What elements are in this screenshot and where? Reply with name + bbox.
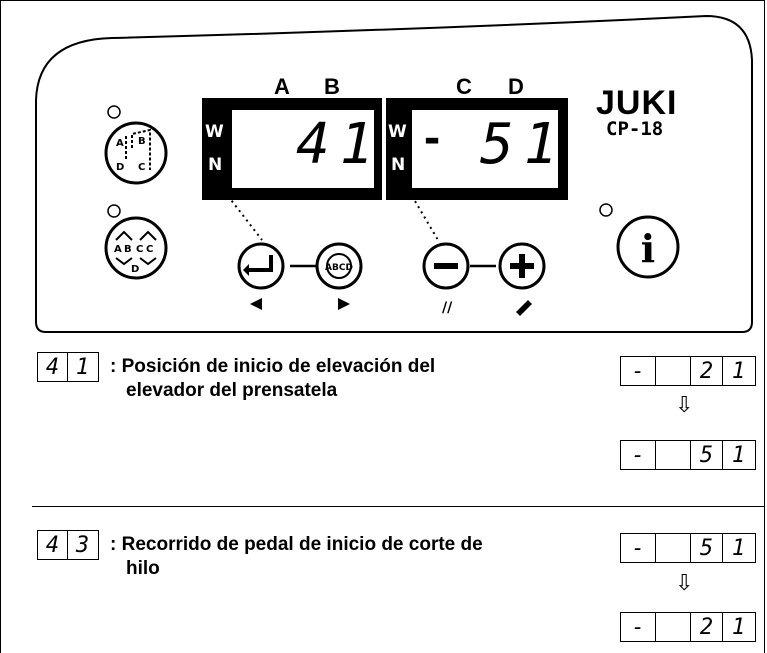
- label-b: B: [324, 74, 340, 99]
- item-2-text-line2: hilo: [126, 558, 160, 579]
- led-1: [107, 105, 121, 119]
- item-1-from-digit-2: 1: [731, 358, 746, 384]
- svg-text:D: D: [131, 264, 139, 275]
- item-2-from-digit-2: 1: [731, 535, 746, 561]
- led-2: [107, 204, 121, 218]
- item-1-from-blank: [656, 357, 691, 385]
- pattern-select-icon: A B D C: [116, 128, 151, 173]
- item-1-from-digit-1: 2: [691, 357, 723, 385]
- right-display-screen: [412, 110, 558, 188]
- item-2-to-display: - 2 1: [620, 612, 756, 642]
- item-2-code-digit-2: 3: [75, 532, 90, 558]
- item-2-to-blank: [656, 613, 691, 641]
- abcd-cycle-button[interactable]: [315, 242, 363, 290]
- pattern-select-button[interactable]: [104, 121, 168, 185]
- item-2-from-sign: -: [621, 534, 656, 562]
- svg-text:A: A: [114, 244, 122, 255]
- abcd-cycle-icon: [326, 253, 352, 279]
- item-1-from-display: - 2 1: [620, 356, 756, 386]
- item-2-text-line1: : Recorrido de pedal de inicio de corte …: [110, 534, 483, 555]
- item-2-from-digit-1: 5: [691, 534, 723, 562]
- item-1-to-display: - 5 1: [620, 440, 756, 470]
- plus-icon: [510, 254, 534, 278]
- item-2-from-display: - 5 1: [620, 533, 756, 563]
- right-leader-line: [411, 195, 439, 241]
- label-a: A: [274, 74, 290, 99]
- brand-logo: JUKI: [596, 84, 678, 122]
- info-button[interactable]: [616, 215, 680, 279]
- left-arrow-icon: [250, 298, 262, 310]
- enter-button[interactable]: [237, 242, 285, 290]
- item-1-text-line2: elevador del prensatela: [126, 380, 338, 401]
- right-display-indicator-bottom: N: [391, 155, 405, 175]
- left-display-indicator-top: W: [205, 122, 224, 142]
- item-1-to-sign: -: [621, 441, 656, 469]
- svg-text:D: D: [116, 162, 124, 173]
- model-name: CP-18: [606, 118, 664, 140]
- info-icon: i: [641, 226, 655, 271]
- minus-icon: [434, 263, 458, 269]
- item-2-from-blank: [656, 534, 691, 562]
- svg-text:A: A: [116, 138, 124, 149]
- item-1-from-sign: -: [621, 357, 656, 385]
- pattern-abcd-button[interactable]: [104, 216, 168, 280]
- item-1-to-digit-2: 1: [731, 442, 746, 468]
- item-2-to-sign: -: [621, 613, 656, 641]
- pen-icon: [516, 300, 532, 316]
- svg-text:C: C: [138, 162, 145, 173]
- right-arrow-icon: [338, 298, 350, 310]
- right-display-indicator-top: W: [388, 122, 407, 142]
- item-1-code-digit-1: 4: [38, 353, 68, 381]
- item-1-to-digit-1: 5: [691, 441, 723, 469]
- item-1-to-blank: [656, 441, 691, 469]
- label-c: C: [456, 74, 472, 99]
- left-display-screen: [232, 110, 374, 188]
- item-2-down-arrow-icon: ⇩: [675, 570, 694, 595]
- item-1-code-digit-2: 1: [75, 354, 90, 380]
- svg-text:C: C: [146, 244, 153, 255]
- reset-icon: //: [442, 300, 453, 316]
- item-2-code-digit-1: 4: [38, 531, 68, 559]
- item-2-to-digit-1: 2: [691, 613, 723, 641]
- item-1-text-line1: : Posición de inicio de elevación del: [110, 356, 436, 377]
- right-display-sign: -: [420, 116, 445, 162]
- item-2-to-digit-2: 1: [731, 614, 746, 640]
- label-d: D: [508, 74, 524, 99]
- item-1-code: 4 1: [37, 352, 99, 382]
- left-display-indicator-bottom: N: [208, 155, 222, 175]
- item-2-code: 4 3: [37, 530, 99, 560]
- svg-text:ABCD: ABCD: [325, 263, 353, 273]
- svg-text:C: C: [136, 244, 143, 255]
- svg-text:B: B: [138, 136, 146, 147]
- svg-text:B: B: [124, 244, 132, 255]
- led-3: [599, 203, 613, 217]
- section-divider: [32, 506, 764, 507]
- left-display-value: 41: [296, 112, 384, 177]
- item-1-down-arrow-icon: ⇩: [675, 392, 694, 417]
- enter-icon: [249, 255, 273, 272]
- right-display-value: 51: [480, 112, 568, 177]
